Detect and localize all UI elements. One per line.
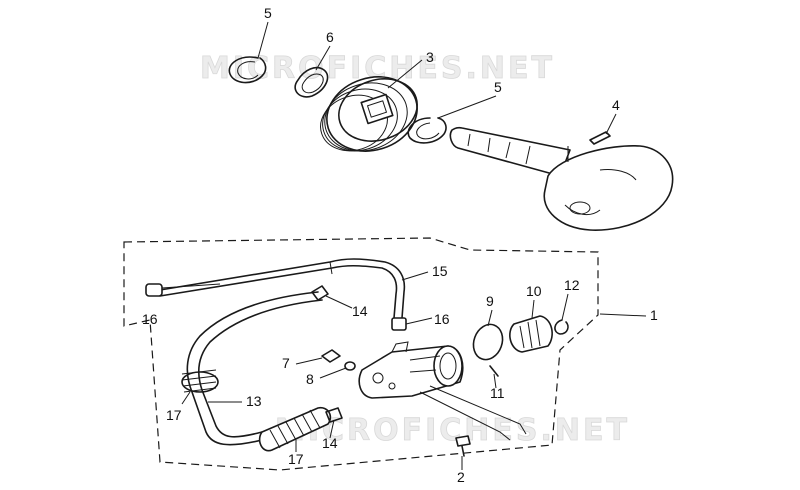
- callout-10: 10: [526, 283, 542, 299]
- tube-clip-right: [391, 317, 407, 331]
- circlip-left: [228, 56, 267, 84]
- assembly-boundary: [123, 237, 599, 471]
- callout-5-upper-right: 5: [494, 79, 502, 95]
- callout-14-lower: 14: [322, 435, 338, 451]
- callout-11: 11: [490, 385, 505, 401]
- pump-body: [358, 341, 464, 399]
- o-ring: [472, 323, 504, 361]
- callout-9: 9: [486, 293, 494, 309]
- callout-12: 12: [564, 277, 580, 293]
- sealing-washer: [344, 361, 356, 371]
- drive-shaft: [449, 126, 571, 177]
- gear-circlip: [554, 319, 569, 335]
- spring-clip-upper: [311, 285, 329, 301]
- woodruff-key: [589, 131, 611, 145]
- mounting-bolt: [455, 435, 471, 457]
- circlip-right: [407, 117, 447, 144]
- callout-7: 7: [282, 355, 290, 371]
- callout-2: 2: [457, 469, 465, 485]
- oil-hose: [186, 291, 323, 446]
- callout-8: 8: [306, 371, 314, 387]
- hose-clamp-upper: [181, 369, 219, 393]
- pulley-wheel: [320, 76, 418, 152]
- clutch-cover: [543, 144, 674, 231]
- banjo-screw: [321, 349, 341, 363]
- callout-13: 13: [246, 393, 262, 409]
- watermark-bottom: MICROFICHES.NET: [275, 413, 630, 448]
- callout-6: 6: [326, 29, 334, 45]
- callout-16-right: 16: [434, 311, 450, 327]
- callout-17-lower: 17: [288, 451, 304, 467]
- spring-clip-lower: [325, 407, 343, 423]
- callout-14-upper: 14: [352, 303, 368, 319]
- tube-clip-left: [145, 283, 163, 297]
- callout-17-upper: 17: [166, 407, 182, 423]
- callout-3: 3: [426, 49, 434, 65]
- callout-5-upper-left: 5: [264, 5, 272, 21]
- callout-15: 15: [432, 263, 448, 279]
- callout-4: 4: [612, 97, 620, 113]
- breather-tube: [159, 258, 406, 319]
- callout-16-left: 16: [142, 311, 158, 327]
- callout-1: 1: [650, 307, 658, 323]
- pump-gear: [509, 315, 553, 353]
- seal-ring: [294, 66, 329, 98]
- hose-ribbed-sleeve: [258, 406, 332, 452]
- drive-pin: [489, 365, 499, 377]
